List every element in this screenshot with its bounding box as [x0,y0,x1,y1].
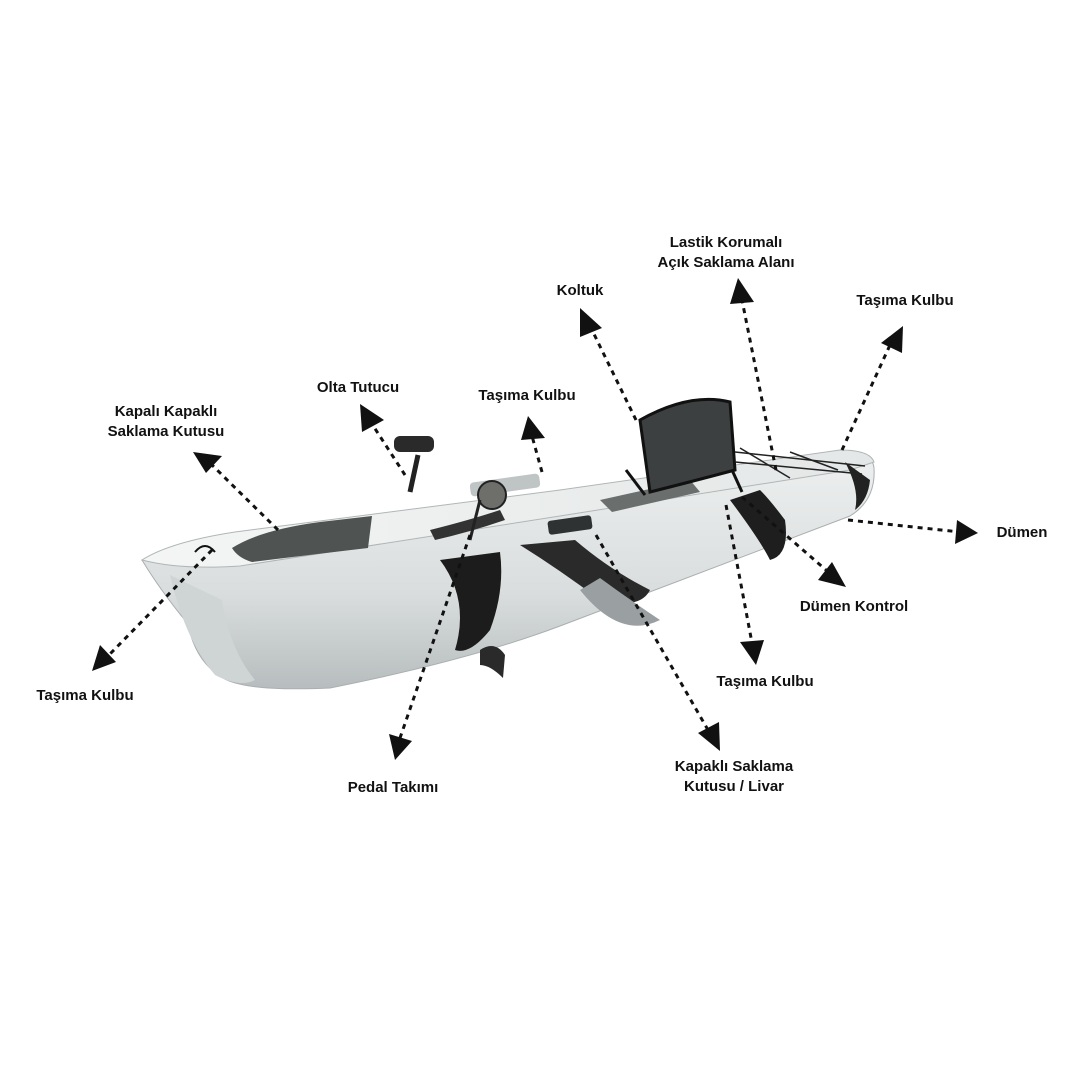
label-hatch-livewell: Kapaklı Saklama Kutusu / Livar [674,758,794,795]
arrow-rudder-control [741,495,846,587]
label-carry-handle-mid: Taşıma Kulbu [478,387,576,404]
bow-deck-pad [232,516,372,562]
arrow-carry-handle-side [724,504,764,665]
camo-streak [845,462,870,510]
label-rudder: Dümen [996,524,1048,541]
label-open-storage: Lastik Korumalı Açık Saklama Alanı [657,234,795,271]
kayak-bow-sponson [170,575,255,684]
arrow-carry-handle-mid [521,416,545,473]
pedal-drive-illustration [430,480,507,541]
seat-illustration [600,397,744,512]
label-carry-handle-side: Taşıma Kulbu [716,673,814,690]
camo-streak [730,490,786,560]
label-pedal-drive: Pedal Takımı [347,779,439,796]
bow-handle [194,545,216,553]
rod-holder-illustration [394,436,434,493]
label-carry-handle-stern: Taşıma Kulbu [856,292,954,309]
label-rudder-control: Dümen Kontrol [799,598,909,615]
arrow-pedal-drive [389,534,472,760]
arrow-storage-closed-lid [193,452,280,532]
arrow-seat [580,308,638,421]
label-storage-closed-lid: Kapalı Kapaklı Saklama Kutusu [107,403,225,440]
arrow-carry-handle-bow [92,548,214,671]
camo-streak [520,540,650,604]
drive-fin [480,646,505,678]
arrow-carry-handle-stern [840,326,903,451]
livewell-hatch [547,515,593,535]
arrow-open-storage [730,278,778,471]
arrow-rudder [847,518,978,544]
arrow-hatch-livewell [594,534,720,751]
label-seat: Koltuk [556,282,604,299]
kayak-illustration [140,397,875,690]
label-carry-handle-bow: Taşıma Kulbu [36,687,134,704]
label-rod-holder: Olta Tutucu [316,379,400,396]
arrow-rod-holder [360,404,407,476]
